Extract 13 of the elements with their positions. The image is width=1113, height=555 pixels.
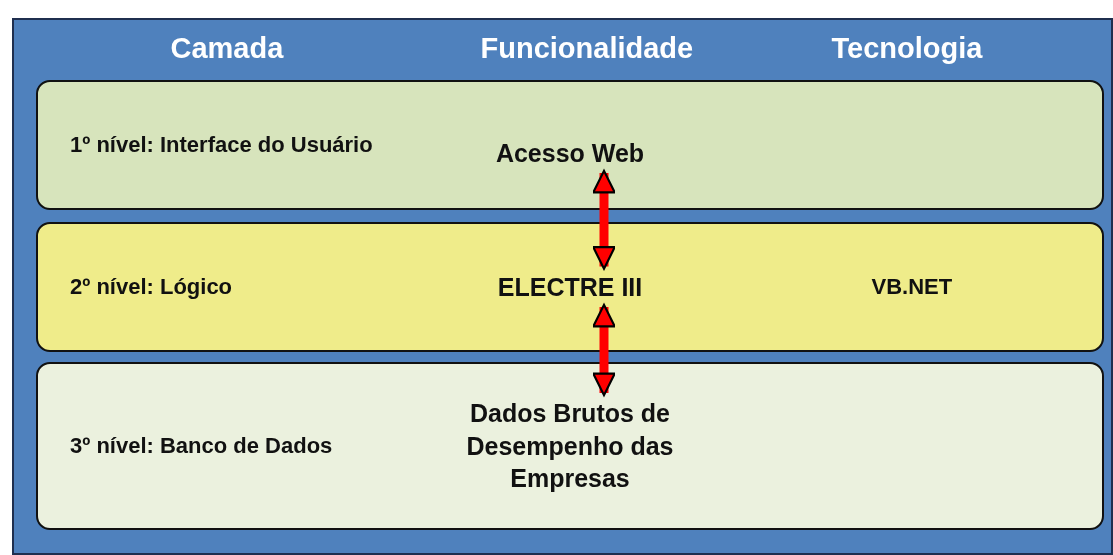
layer-name: 3º nível: Banco de Dados — [70, 433, 333, 459]
column-header: Funcionalidade — [480, 32, 694, 65]
function-text: ELECTRE III — [450, 270, 690, 303]
function-text: Dados Brutos de Desempenho das Empresas — [440, 397, 700, 495]
layer-name: 1º nível: Interface do Usuário — [70, 132, 373, 158]
layer-band — [36, 80, 1104, 210]
column-header: Tecnologia — [831, 32, 983, 65]
layer-name: 2º nível: Lógico — [70, 274, 233, 300]
column-header: Camada — [170, 32, 284, 65]
technology-text: VB.NET — [871, 274, 953, 300]
layer-band — [36, 362, 1104, 530]
layer-band — [36, 222, 1104, 352]
function-text: Acesso Web — [450, 136, 690, 169]
